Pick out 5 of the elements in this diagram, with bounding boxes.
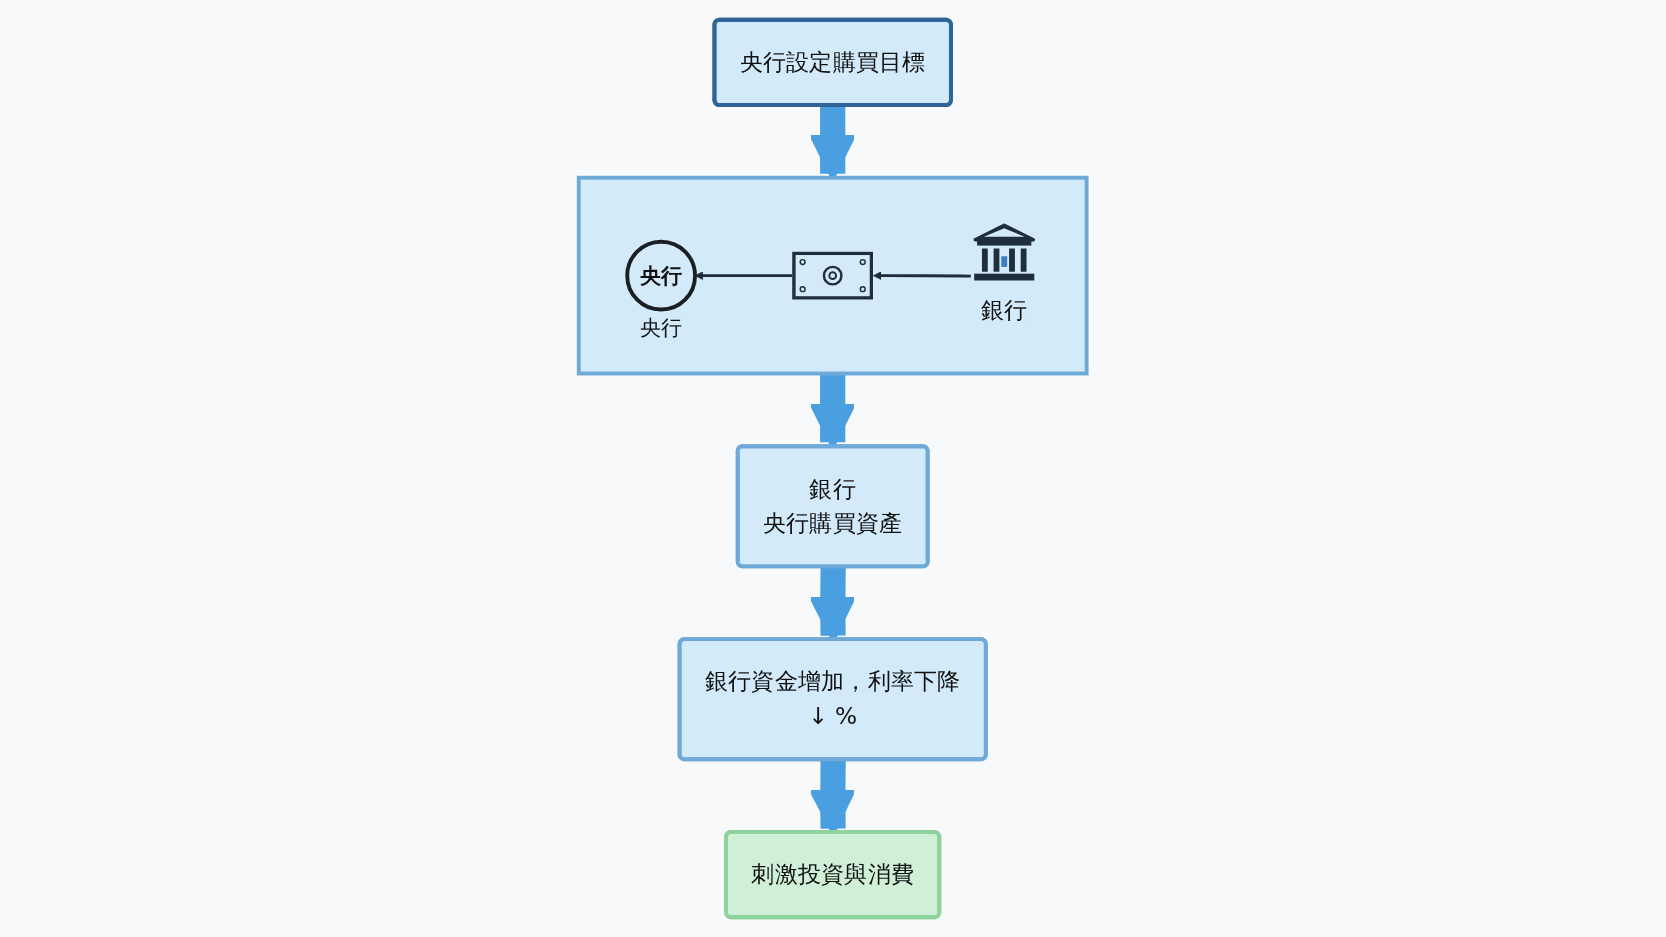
node-circle: 央行 <box>625 239 698 312</box>
arrow <box>873 271 972 280</box>
node-picture <box>792 251 874 300</box>
node-label: 銀行 <box>981 296 1028 325</box>
node-caption: 央行 <box>640 314 683 340</box>
